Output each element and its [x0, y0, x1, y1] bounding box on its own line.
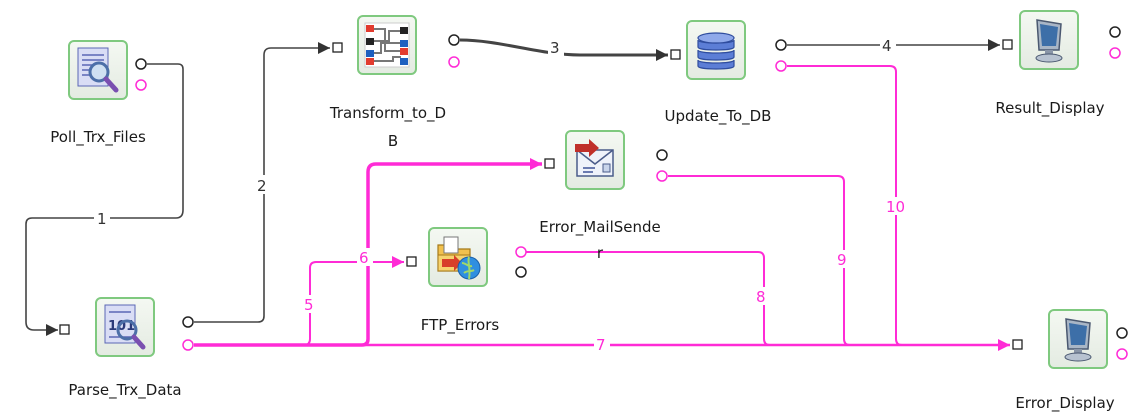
- database-icon: [697, 32, 735, 70]
- edge-9-label: 9: [837, 251, 847, 269]
- edge-5-label: 5: [304, 296, 314, 314]
- ftp-folder-globe-icon: [437, 236, 481, 280]
- update-err-port[interactable]: [775, 60, 787, 72]
- svg-text:101: 101: [108, 319, 135, 334]
- edge-1-line[interactable]: [25, 63, 184, 336]
- transform-to-db-node[interactable]: [357, 15, 417, 75]
- update-to-db-node[interactable]: [686, 20, 746, 80]
- update-input-port[interactable]: [670, 49, 681, 60]
- update-to-db-label: Update_To_DB: [664, 107, 772, 125]
- binary-search-icon: 101: [104, 304, 146, 350]
- error-mailsender-node[interactable]: [565, 130, 625, 190]
- transform-to-db-label-line2: B: [387, 132, 399, 150]
- result-ok-port[interactable]: [1109, 26, 1121, 38]
- edge-10-line[interactable]: [787, 65, 903, 346]
- edge-10-label: 10: [886, 198, 905, 216]
- error-err-port[interactable]: [1116, 348, 1128, 360]
- result-input-port[interactable]: [1002, 39, 1013, 50]
- edge-8-line[interactable]: [526, 251, 771, 346]
- ftp-ok-port[interactable]: [515, 266, 527, 278]
- edge-8-label: 8: [756, 288, 766, 306]
- edge-5-line[interactable]: [194, 256, 404, 346]
- error-display-node[interactable]: [1048, 309, 1108, 369]
- parse-input-port[interactable]: [59, 324, 70, 335]
- parse-ok-port[interactable]: [182, 316, 194, 328]
- edge-3-label: 3: [550, 39, 560, 57]
- ftp-errors-node[interactable]: [428, 227, 488, 287]
- update-ok-port[interactable]: [775, 39, 787, 51]
- edge-3-line[interactable]: [459, 38, 668, 61]
- result-display-label: Result_Display: [995, 99, 1105, 117]
- parse-err-port[interactable]: [182, 339, 194, 351]
- error-mailsender-label-line1: Error_MailSende: [539, 218, 661, 236]
- result-display-node[interactable]: [1019, 10, 1079, 70]
- error-ok-port[interactable]: [1116, 327, 1128, 339]
- edge-4-label: 4: [882, 37, 892, 55]
- mail-send-icon: [575, 139, 614, 177]
- poll-trx-files-node[interactable]: [68, 40, 128, 100]
- poll-trx-files-label: Poll_Trx_Files: [50, 128, 146, 146]
- monitor-icon: [1064, 318, 1092, 362]
- parse-trx-data-node[interactable]: 101: [95, 297, 155, 357]
- mapping-icon: [364, 22, 410, 68]
- edge-1-label: 1: [97, 210, 107, 228]
- parse-trx-data-label: Parse_Trx_Data: [68, 381, 182, 399]
- mail-err-port[interactable]: [656, 170, 668, 182]
- mail-input-port[interactable]: [544, 158, 555, 169]
- edge-6-label: 6: [359, 249, 369, 267]
- poll-err-port[interactable]: [135, 79, 147, 91]
- edge-7-label: 7: [596, 336, 606, 354]
- magnifier-document-icon: [77, 47, 119, 93]
- transform-to-db-label-line1: Transform_to_D: [329, 104, 447, 122]
- monitor-icon: [1035, 19, 1063, 63]
- transform-input-port[interactable]: [332, 42, 343, 53]
- poll-ok-port[interactable]: [135, 58, 147, 70]
- error-input-port[interactable]: [1012, 339, 1023, 350]
- mail-ok-port[interactable]: [656, 149, 668, 161]
- result-err-port[interactable]: [1109, 47, 1121, 59]
- edge-2-label: 2: [257, 177, 267, 195]
- transform-err-port[interactable]: [448, 56, 460, 68]
- ftp-input-port[interactable]: [406, 256, 417, 267]
- ftp-err-port[interactable]: [515, 246, 527, 258]
- error-mailsender-label-line2: r: [596, 244, 604, 262]
- edge-9-line[interactable]: [668, 175, 851, 346]
- error-display-label: Error_Display: [1015, 394, 1115, 412]
- transform-ok-port[interactable]: [448, 34, 460, 46]
- ftp-errors-label: FTP_Errors: [420, 316, 500, 334]
